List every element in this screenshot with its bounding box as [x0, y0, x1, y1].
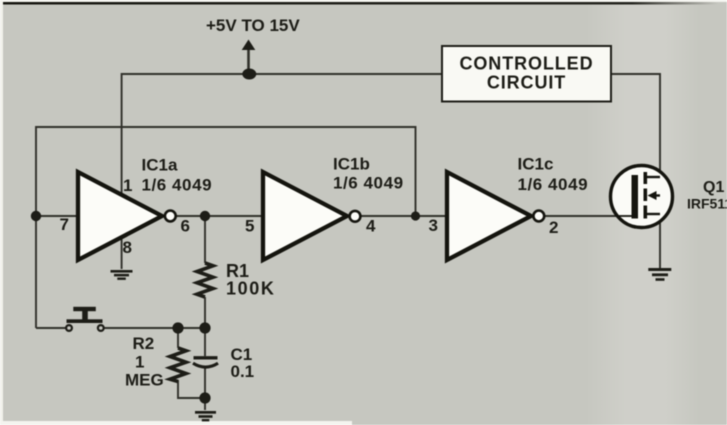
svg-text:4: 4: [366, 216, 376, 235]
svg-text:1/6 4049: 1/6 4049: [142, 176, 213, 195]
svg-text:CONTROLLED: CONTROLLED: [460, 54, 594, 74]
svg-text:6: 6: [181, 217, 190, 236]
svg-text:1/6 4049: 1/6 4049: [518, 175, 589, 194]
svg-text:IRF511: IRF511: [687, 196, 727, 212]
svg-text:2: 2: [549, 218, 558, 237]
svg-text:C1: C1: [231, 345, 253, 364]
svg-text:1/6 4049: 1/6 4049: [333, 174, 404, 193]
svg-text:0.1: 0.1: [231, 362, 255, 381]
svg-text:R2: R2: [133, 334, 155, 353]
svg-text:5: 5: [245, 217, 254, 236]
svg-text:8: 8: [123, 238, 132, 257]
svg-text:MEG: MEG: [125, 371, 164, 390]
svg-text:R1: R1: [226, 261, 249, 281]
svg-text:IC1c: IC1c: [518, 155, 554, 174]
svg-text:1: 1: [123, 176, 132, 195]
svg-text:IC1a: IC1a: [142, 156, 178, 175]
svg-text:IC1b: IC1b: [333, 155, 370, 174]
svg-text:1: 1: [135, 352, 144, 371]
svg-text:100K: 100K: [226, 279, 275, 299]
svg-text:3: 3: [429, 216, 438, 235]
svg-text:Q1: Q1: [703, 179, 724, 196]
svg-text:+5V TO 15V: +5V TO 15V: [206, 16, 300, 35]
svg-text:7: 7: [60, 215, 69, 234]
svg-text:CIRCUIT: CIRCUIT: [487, 73, 566, 93]
